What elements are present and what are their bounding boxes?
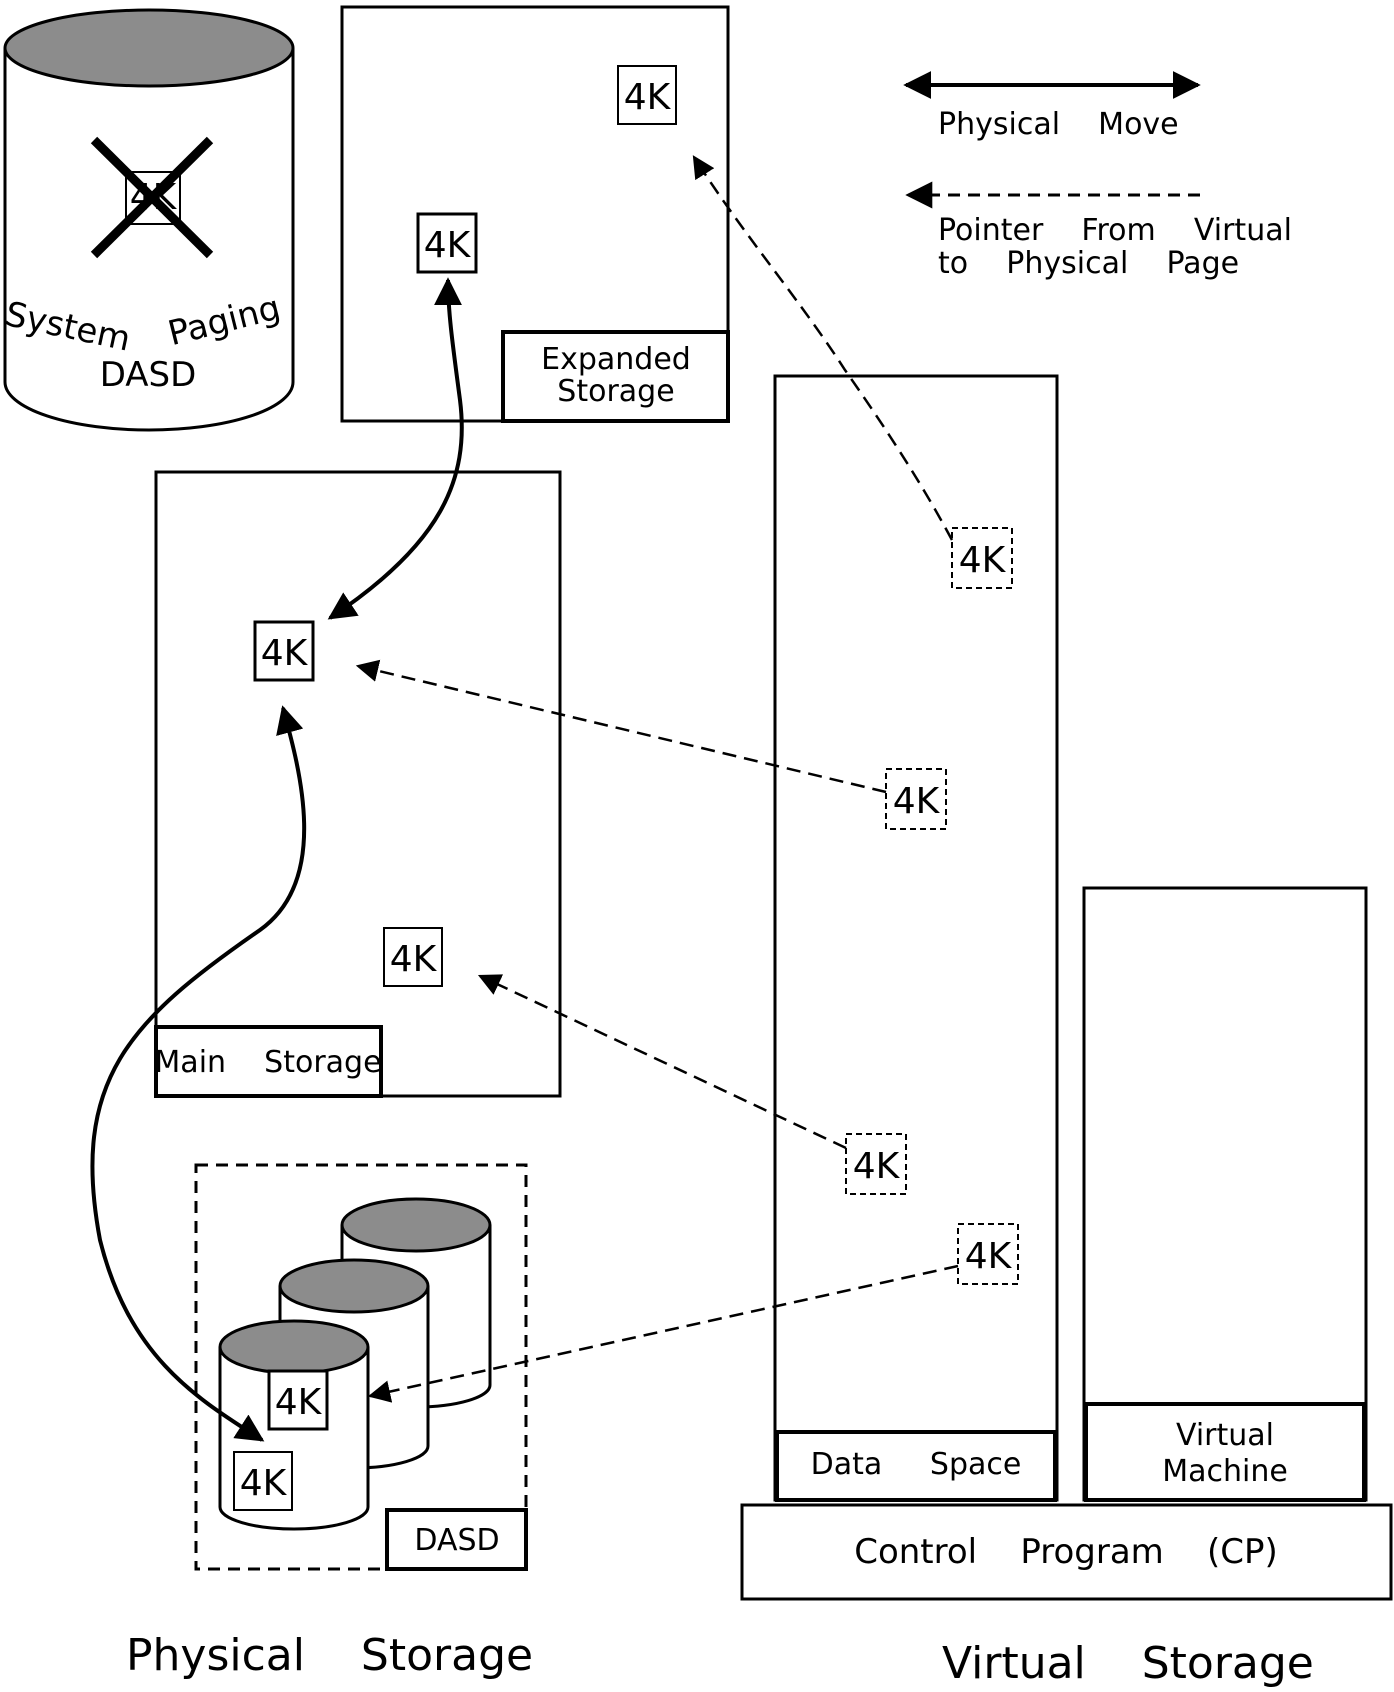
- main-page-lower: [383, 927, 443, 987]
- move-arrow-main-expanded: [327, 277, 464, 620]
- data-space-page-2-label: 4K: [893, 781, 941, 822]
- legend-pointer-1: Pointer From Virtual: [938, 213, 1292, 248]
- dasd-group: 4K 4K DASD: [194, 1163, 528, 1571]
- data-space-page-1-label: 4K: [959, 540, 1007, 581]
- pointer-arrow-4: [367, 1264, 959, 1403]
- main-page-upper-label: 4K: [261, 633, 309, 674]
- expanded-storage-label-box: [501, 330, 730, 423]
- paging-label-dasd: DASD: [100, 355, 197, 395]
- expanded-page-left: [416, 212, 478, 274]
- expanded-storage: Expanded Storage 4K 4K: [340, 5, 730, 423]
- dasd-page-upper-label: 4K: [275, 1382, 323, 1423]
- pointer-arrow-1: [692, 155, 954, 541]
- data-space-label-box: [775, 1430, 1057, 1502]
- pointer-arrow-3: [477, 974, 847, 1150]
- main-storage: Main Storage 4K 4K: [154, 470, 562, 1098]
- caption-virtual-storage: Virtual Storage: [942, 1638, 1314, 1689]
- control-program-label: Control Program (CP): [854, 1532, 1278, 1572]
- expanded-page-left-label: 4K: [424, 225, 472, 266]
- legend-pointer-2: to Physical Page: [938, 246, 1239, 281]
- system-paging-dasd: 4K System Paging DASD: [2, 8, 295, 432]
- data-space-page-3-label: 4K: [853, 1146, 901, 1187]
- virtual-machine-label-box: [1084, 1402, 1366, 1502]
- pointer-arrows: [355, 155, 959, 1403]
- physical-move-arrows: [90, 277, 464, 1442]
- dasd-page-lower: [233, 1451, 293, 1511]
- main-storage-label: Main Storage: [154, 1045, 381, 1080]
- move-arrow-main-dasd: [90, 705, 307, 1442]
- legend-physical-move: Physical Move: [938, 107, 1179, 142]
- data-space-label: Data Space: [811, 1447, 1022, 1482]
- expanded-page-top-label: 4K: [624, 77, 672, 118]
- control-program: Control Program (CP): [740, 1503, 1393, 1601]
- legend: Physical Move Pointer From Virtual to Ph…: [903, 71, 1292, 281]
- expanded-page-top: [617, 65, 677, 125]
- pointer-arrow-2: [355, 659, 887, 794]
- main-page-upper: [253, 620, 315, 682]
- cross-icon: [90, 136, 214, 259]
- data-space-page-1: [951, 527, 1013, 589]
- virtual-machine-label-2: Machine: [1162, 1454, 1288, 1489]
- expanded-storage-label-1: Expanded: [541, 342, 691, 377]
- dasd-label: DASD: [414, 1523, 499, 1558]
- main-page-lower-label: 4K: [390, 939, 438, 980]
- dasd-label-box: [385, 1508, 528, 1571]
- data-space-page-3: [845, 1133, 907, 1195]
- data-space: Data Space 4K 4K 4K 4K: [773, 374, 1059, 1502]
- virtual-machine-label-1: Virtual: [1176, 1418, 1274, 1453]
- dasd-page-lower-label: 4K: [240, 1463, 288, 1504]
- expanded-storage-label-2: Storage: [557, 374, 674, 409]
- data-space-page-4-label: 4K: [965, 1236, 1013, 1277]
- virtual-machine: Virtual Machine: [1082, 886, 1368, 1502]
- data-space-page-4: [957, 1223, 1019, 1285]
- data-space-page-2: [885, 768, 947, 830]
- caption-physical-storage: Physical Storage: [126, 1630, 533, 1681]
